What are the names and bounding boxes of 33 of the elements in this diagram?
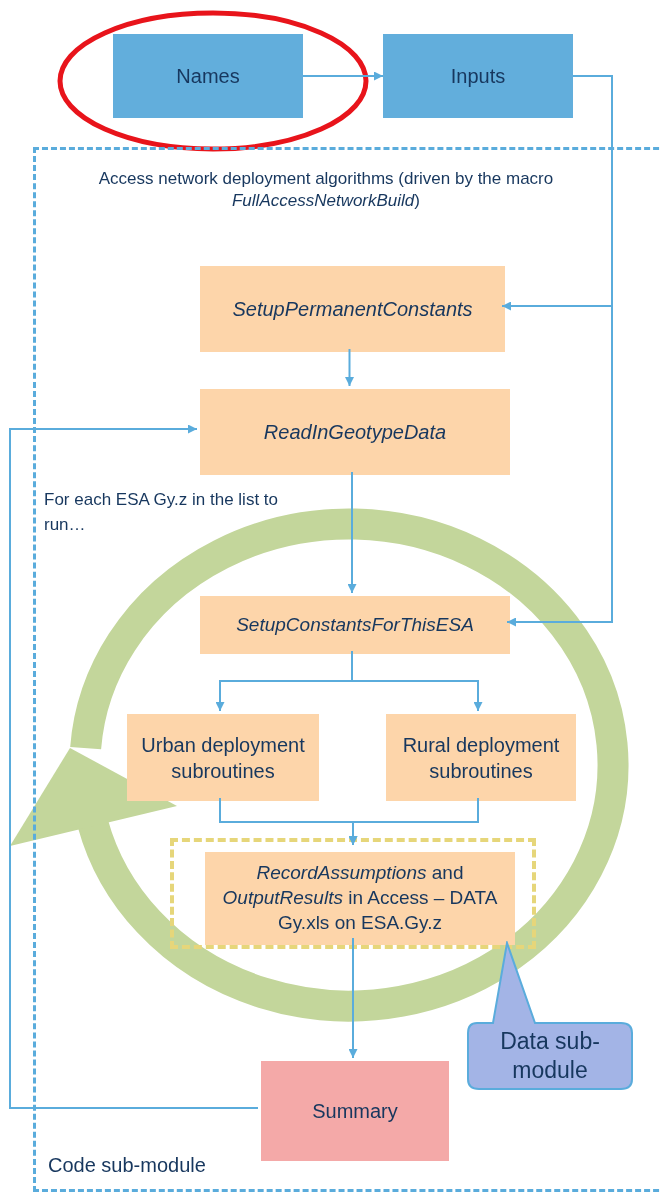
container-heading: Access network deployment algorithms (driven by the macro FullAccessNetworkBuild) <box>97 168 555 213</box>
box-label: Rural deployment subroutines <box>401 732 561 784</box>
container-label: Code sub-module <box>48 1153 206 1178</box>
process-box <box>200 389 510 475</box>
box-label: Urban deployment subroutines <box>140 732 306 784</box>
arrow <box>506 75 613 627</box>
dashed-group-box <box>170 838 536 949</box>
box-label: Inputs <box>450 64 506 89</box>
process-box <box>200 596 510 654</box>
arrow <box>9 424 259 1109</box>
box-label: SetupConstantsForThisESA <box>236 612 474 637</box>
process-box <box>386 714 576 801</box>
highlight-ellipse <box>57 10 369 152</box>
callout-text: Data sub-module <box>499 1027 601 1085</box>
process-box <box>261 1061 449 1161</box>
box-label: SetupPermanentConstants <box>232 297 473 322</box>
arrow <box>345 348 354 387</box>
process-box <box>113 34 303 118</box>
callout-bubble <box>467 941 633 1091</box>
process-box <box>205 852 515 945</box>
arrow <box>348 937 358 1059</box>
process-box <box>127 714 319 801</box>
module-container <box>33 147 661 1192</box>
arrow <box>302 71 384 81</box>
loop-note: For each ESA Gy.z in the list to run… <box>44 489 279 536</box>
box-label: Names <box>176 64 240 89</box>
process-box <box>200 266 505 352</box>
arrow <box>348 797 479 846</box>
arrow <box>347 471 357 594</box>
box-label: RecordAssumptions and OutputResults in Access – DATA Gy.xls on ESA.Gy.z <box>221 861 499 935</box>
box-label: Summary <box>312 1099 398 1124</box>
process-box <box>383 34 573 118</box>
box-label: ReadInGeotypeData <box>263 420 447 445</box>
